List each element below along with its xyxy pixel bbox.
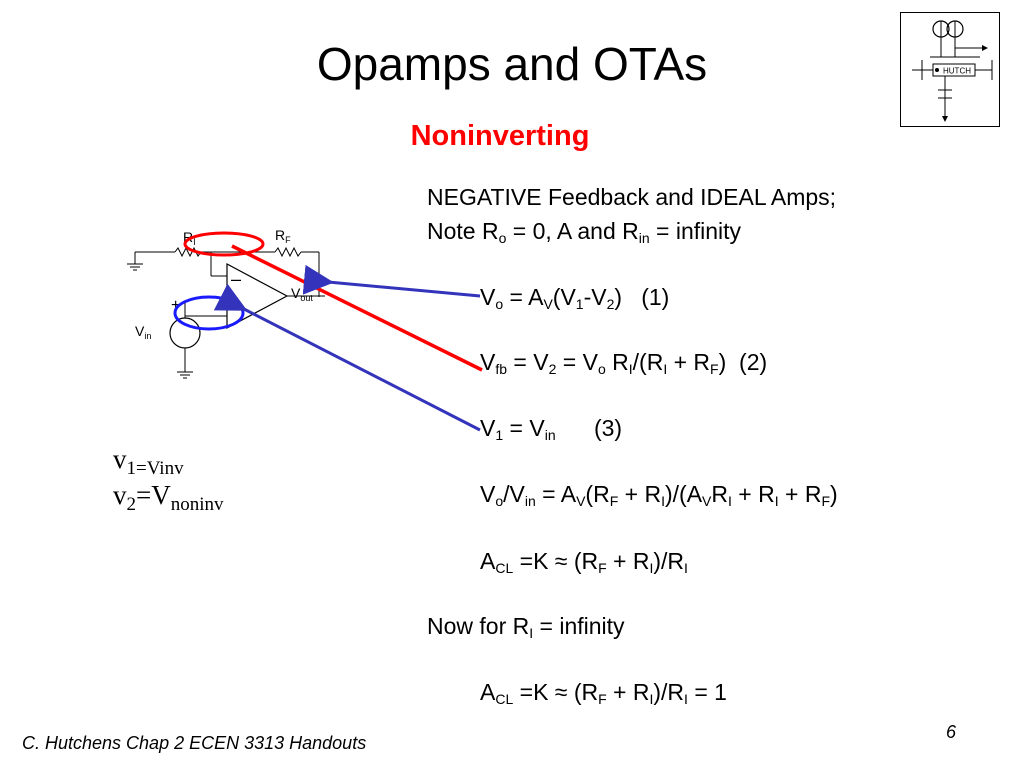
- plus-sign: +: [171, 297, 180, 314]
- equation-5: ACL =K ≈ (RF + RI)/RI: [480, 548, 688, 576]
- logo-text: HUTCH: [943, 67, 971, 76]
- equation-3: V1 = Vin (3): [480, 415, 623, 443]
- text-line-2: Note Ro = 0, A and Rin = infinity: [427, 218, 742, 246]
- slide-subtitle: Noninverting: [410, 120, 590, 152]
- resistor-ri-icon: [174, 246, 202, 258]
- text-line-1: NEGATIVE Feedback and IDEAL Amps;: [427, 184, 837, 210]
- ri-label: RI: [183, 229, 196, 247]
- equation-1: Vo = AV(V1-V2) (1): [480, 284, 670, 312]
- resistor-rf-icon: [274, 246, 302, 258]
- equation-2: Vfb = V2 = Vo RI/(RI + RF) (2): [480, 349, 768, 377]
- side-note-v2: v2=Vnoninv: [113, 480, 224, 515]
- vin-label: Vin: [135, 323, 151, 341]
- vout-label: Vout: [291, 285, 313, 303]
- blue-arrow-vout: [302, 264, 481, 298]
- dot-icon: [935, 68, 939, 72]
- hutch-logo: HUTCH: [900, 12, 1000, 127]
- minus-sign: –: [231, 269, 241, 289]
- blue-highlight-ellipse: [173, 295, 245, 331]
- now-for-line: Now for RI = infinity: [427, 613, 625, 641]
- red-highlight-ellipse: [183, 231, 265, 257]
- rf-label: RF: [275, 227, 291, 245]
- red-arrow-line: [231, 244, 483, 372]
- slide-title: Opamps and OTAs: [316, 38, 708, 90]
- ground-icon-source: [177, 371, 193, 379]
- equation-4: Vo/Vin = AV(RF + RI)/(AVRI + RI + RF): [480, 481, 838, 509]
- page-number: 6: [946, 722, 957, 742]
- equation-6: ACL =K ≈ (RF + RI)/RI = 1: [480, 679, 727, 707]
- footer-text: C. Hutchens Chap 2 ECEN 3313 Handouts: [22, 733, 367, 753]
- ground-icon-left: [127, 263, 143, 271]
- side-note-v1: v1=Vinv: [113, 444, 184, 479]
- opamp-circuit-diagram: RI RF – + Vout Vin: [127, 227, 325, 379]
- blue-arrow-vin: [213, 283, 481, 432]
